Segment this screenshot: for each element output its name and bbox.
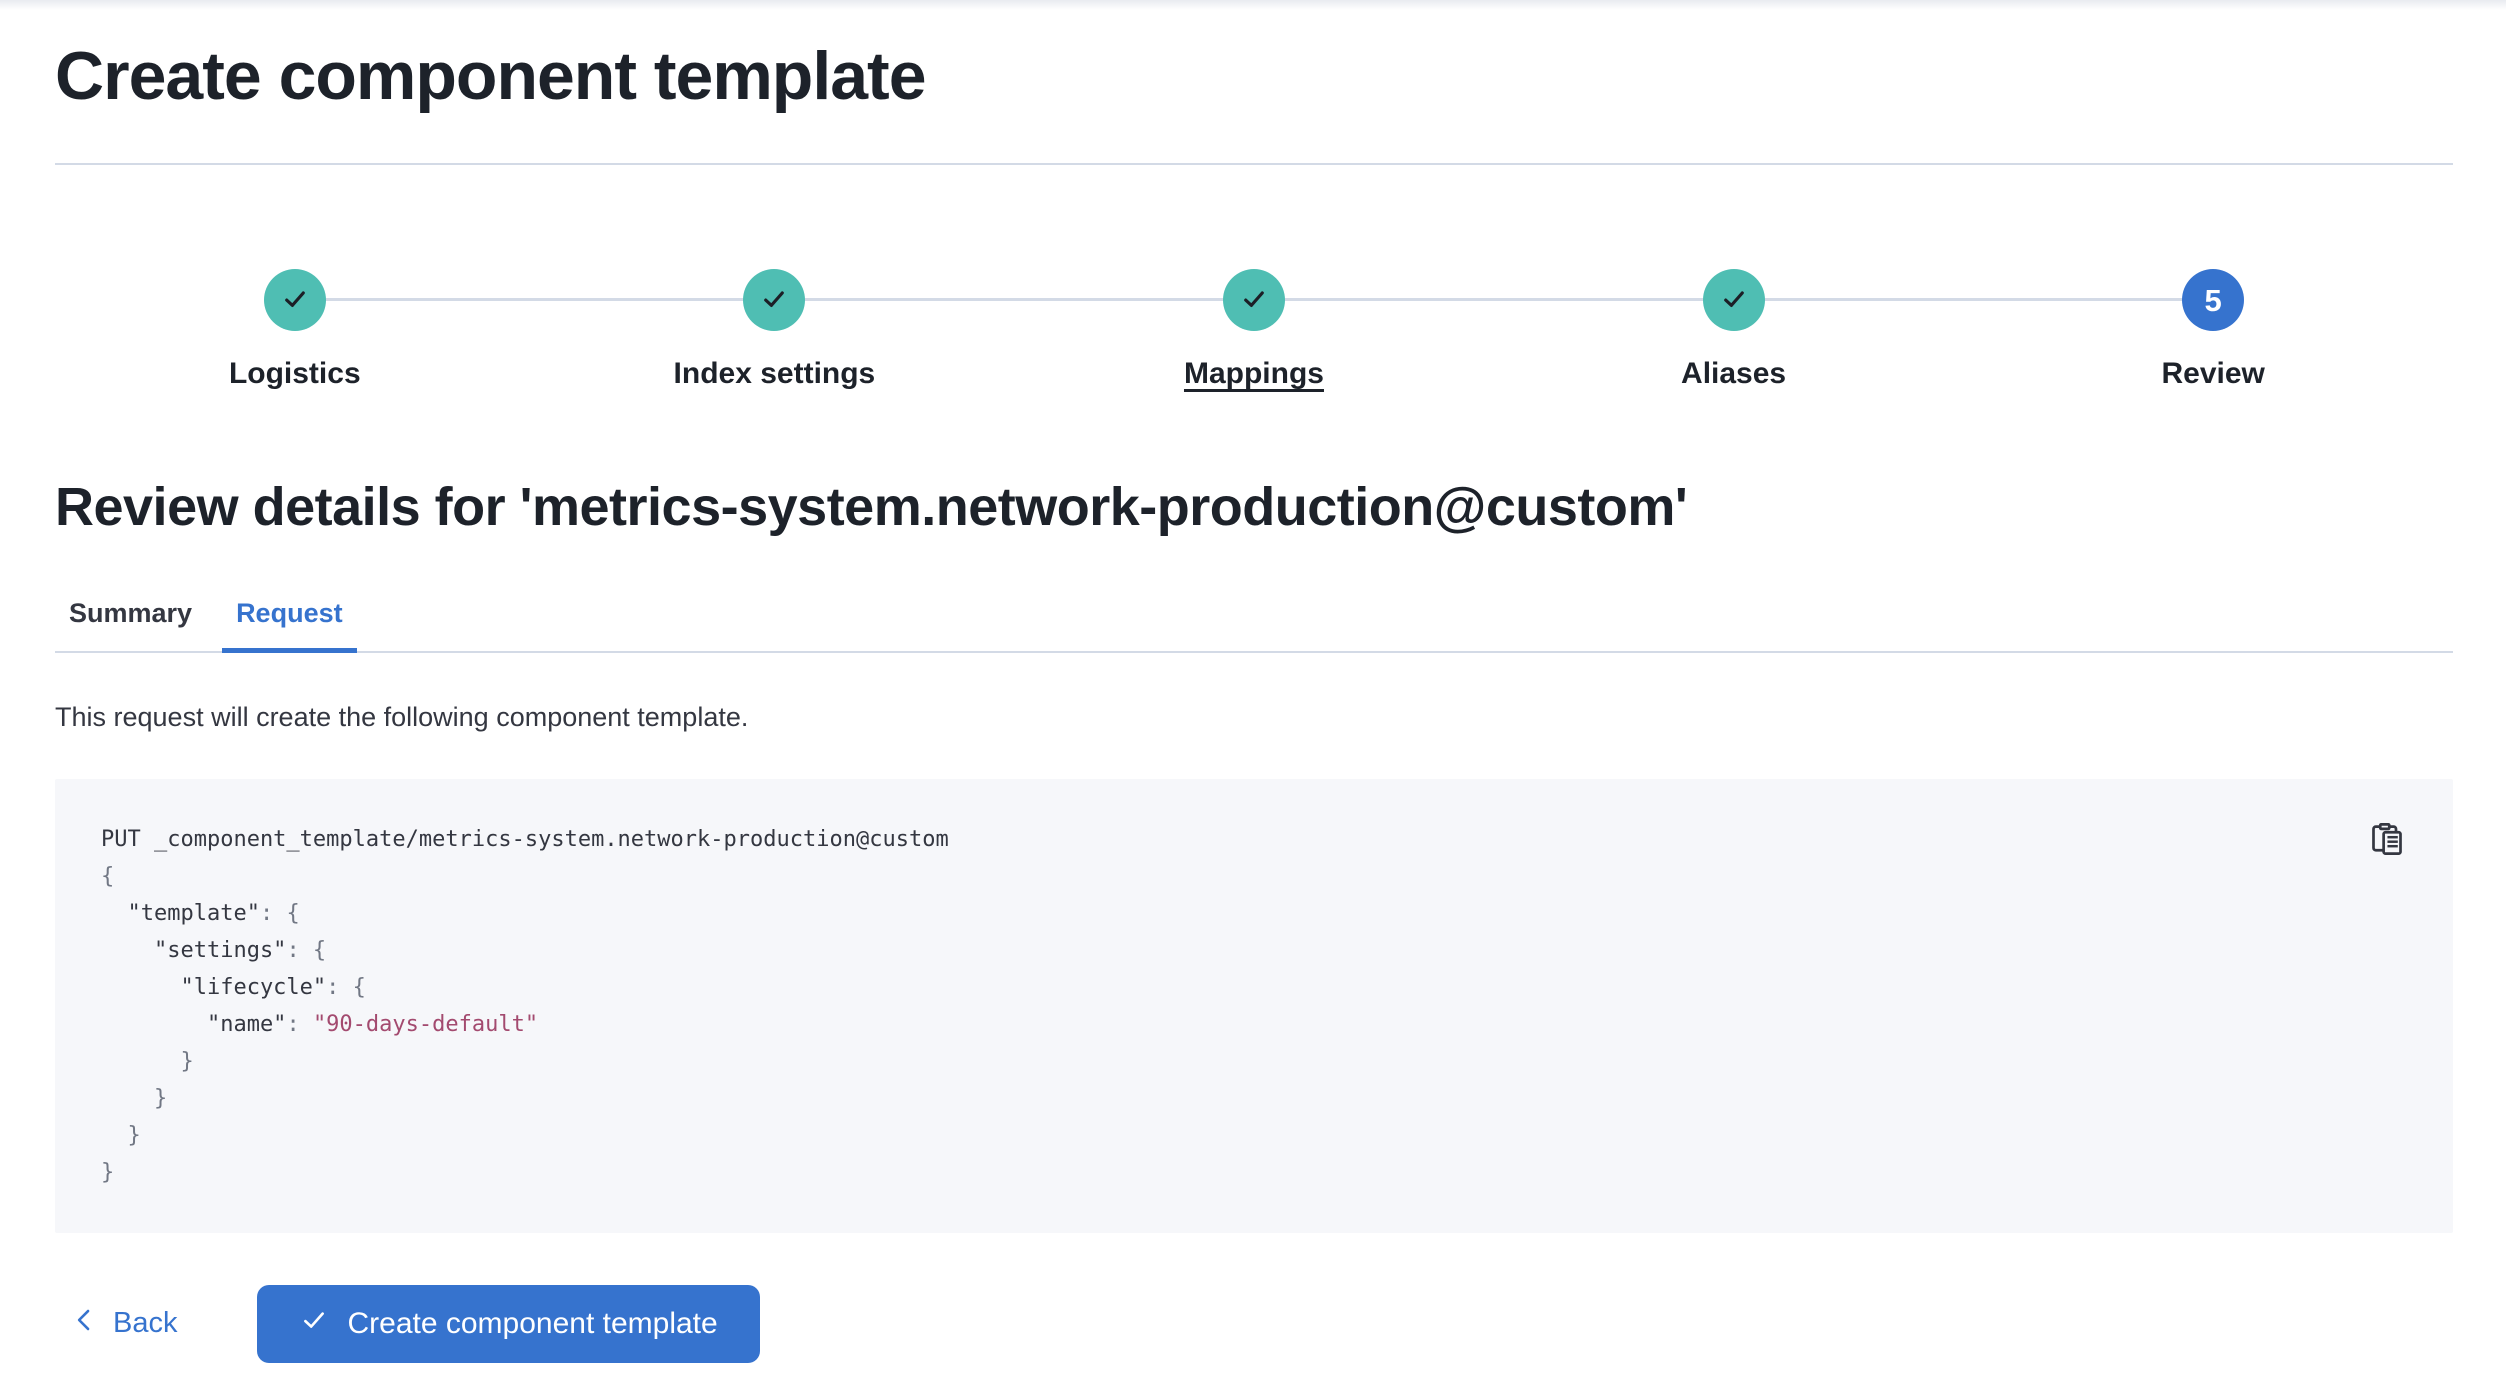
check-icon [1239, 284, 1269, 317]
step-number: 5 [2204, 282, 2222, 318]
code-line: } [101, 1159, 115, 1185]
tab-request[interactable]: Request [222, 588, 357, 653]
title-divider [55, 163, 2453, 165]
check-icon [1719, 284, 1749, 317]
stepper-step-index-settings[interactable]: Index settings [535, 269, 1015, 391]
request-code-block: PUT _component_template/metrics-system.n… [55, 778, 2453, 1233]
step-label[interactable]: Logistics [228, 357, 361, 390]
code-line: PUT _component_template/metrics-system.n… [101, 826, 949, 852]
check-icon [759, 284, 789, 317]
check-icon [299, 1305, 329, 1343]
request-description: This request will create the following c… [55, 701, 749, 732]
create-component-template-button[interactable]: Create component template [257, 1284, 760, 1363]
back-button[interactable]: Back [55, 1307, 193, 1341]
stepper-step-logistics[interactable]: Logistics [55, 269, 535, 391]
stepper-step-review-current: 5 Review [1973, 269, 2453, 391]
code-content: PUT _component_template/metrics-system.n… [101, 821, 2407, 1191]
code-line: } [101, 1122, 141, 1148]
create-component-template-page: Create component template Logistics Inde… [55, 0, 2453, 1363]
stepper-step-aliases[interactable]: Aliases [1494, 269, 1974, 391]
back-label: Back [113, 1307, 178, 1340]
stepper: Logistics Index settings Mappings [55, 269, 2453, 391]
code-line: { [101, 863, 115, 889]
step-label[interactable]: Aliases [1681, 357, 1787, 390]
step-label[interactable]: Index settings [673, 357, 876, 390]
copy-button[interactable] [2365, 819, 2409, 863]
step-complete-circle[interactable] [743, 269, 806, 331]
copy-clipboard-icon [2369, 821, 2405, 860]
create-component-template-label: Create component template [347, 1306, 718, 1340]
step-current-circle: 5 [2182, 269, 2245, 331]
step-label[interactable]: Mappings [1183, 357, 1324, 390]
stepper-step-mappings[interactable]: Mappings [1014, 269, 1494, 391]
code-line: } [101, 1048, 194, 1074]
tabs: Summary Request [55, 588, 2453, 653]
chevron-left-icon [71, 1307, 97, 1341]
review-heading: Review details for 'metrics-system.netwo… [55, 477, 1688, 537]
step-label: Review [2161, 357, 2265, 390]
check-icon [280, 284, 310, 317]
code-line: "template": { [101, 900, 300, 926]
code-line: "settings": { [101, 937, 327, 963]
step-complete-circle[interactable] [263, 269, 326, 331]
footer-actions: Back Create component template [55, 1284, 2453, 1363]
tab-summary[interactable]: Summary [55, 588, 206, 651]
step-complete-circle[interactable] [1222, 269, 1285, 331]
top-shadow [0, 0, 2506, 10]
code-line: } [101, 1085, 168, 1111]
page-title: Create component template [55, 38, 927, 114]
code-line: "lifecycle": { [101, 974, 366, 1000]
code-line: "name": "90-days-default" [101, 1011, 539, 1037]
step-complete-circle[interactable] [1702, 269, 1765, 331]
